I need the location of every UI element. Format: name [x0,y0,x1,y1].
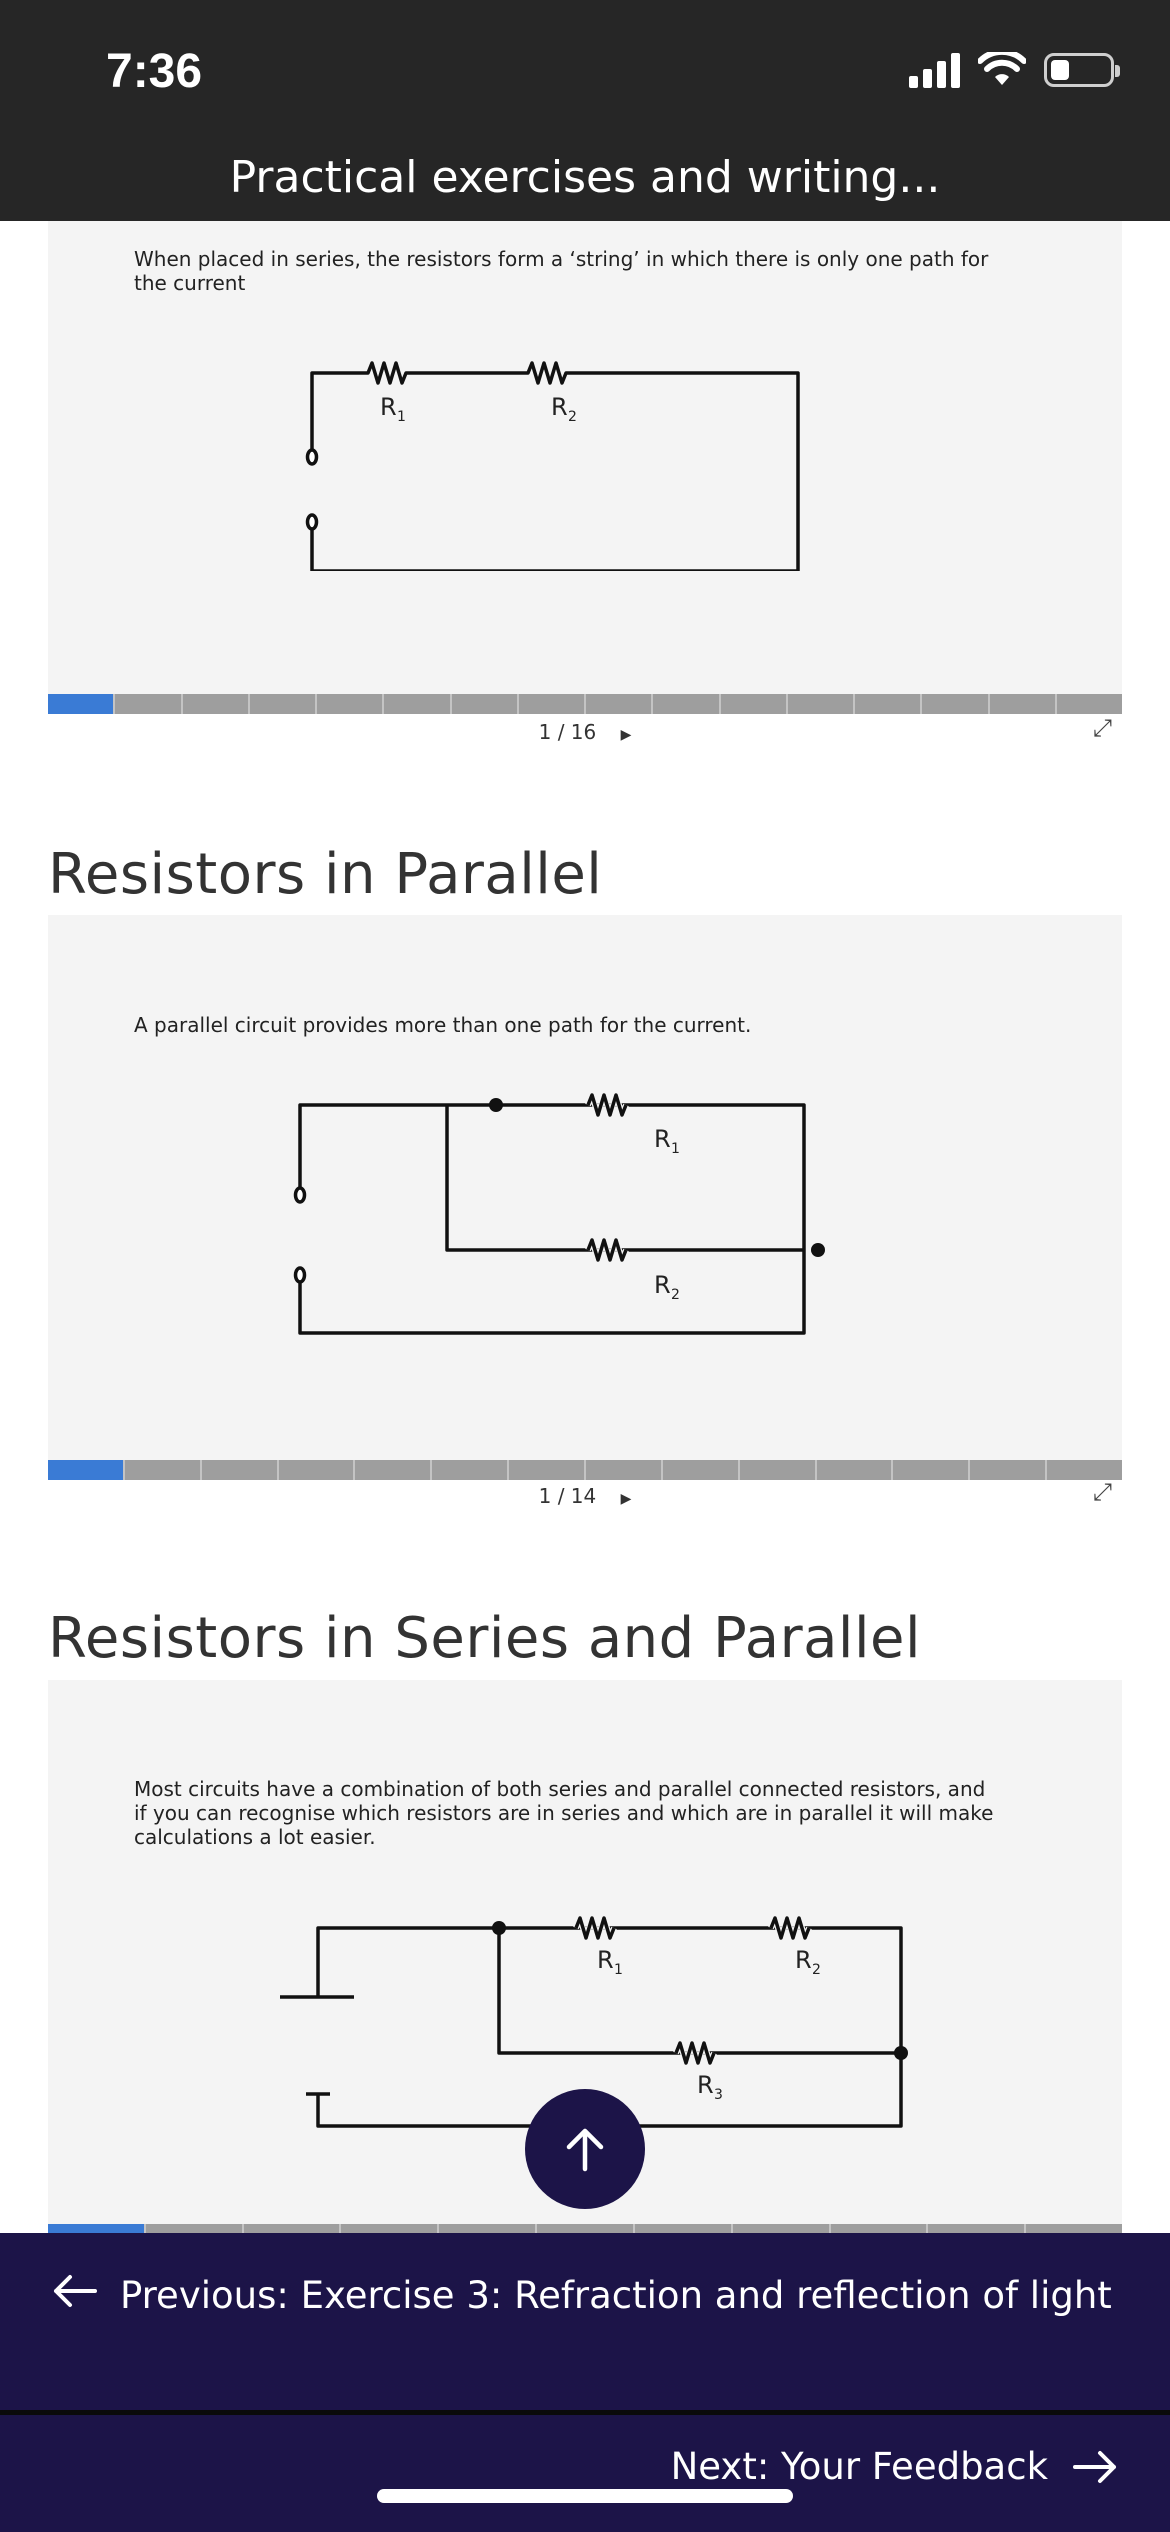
top-bar: 7:36 Practical exercises and writing... [0,0,1170,221]
slide-pager: 1 / 14 ▶ [0,1484,1170,1508]
slide-text: When placed in series, the resistors for… [134,247,989,295]
previous-link[interactable]: Previous: Exercise 3: Refraction and ref… [52,2265,1112,2327]
progress-segment[interactable] [519,694,586,714]
bottom-navigation: Previous: Exercise 3: Refraction and ref… [0,2233,1170,2532]
expand-icon[interactable]: ⤢ [1092,714,1112,742]
r3-subscript: 3 [714,2087,723,2103]
progress-segment[interactable] [355,1460,433,1480]
r1-subscript: 1 [397,409,406,425]
progress-segment[interactable] [250,694,317,714]
progress-segment[interactable] [48,694,116,714]
progress-segment[interactable] [740,1460,817,1480]
progress-segment[interactable] [855,694,923,714]
progress-segment[interactable] [439,2224,538,2233]
scroll-to-top-button[interactable] [525,2089,645,2209]
next-link-label: Next: Your Feedback [670,2445,1048,2488]
progress-segment[interactable] [1047,1460,1122,1480]
r2-label: R [551,393,568,421]
pager-current: 1 [538,1484,552,1508]
series-parallel-circuit-diagram: R 1 R 2 R 3 [280,1915,908,2128]
arrow-right-icon [1073,2450,1116,2483]
next-slide-icon[interactable]: ▶ [620,727,632,743]
pager-separator: / [557,720,565,744]
battery-icon [1044,53,1120,87]
progress-segment[interactable] [893,1460,971,1480]
slide-progress-bar[interactable] [48,694,1122,714]
progress-segment[interactable] [721,694,788,714]
r1-label: R [597,1946,614,1974]
progress-segment[interactable] [509,1460,587,1480]
progress-segment[interactable] [279,1460,356,1480]
series-circuit-diagram: R 1 R 2 [305,361,800,571]
progress-segment[interactable] [317,694,385,714]
next-slide-icon[interactable]: ▶ [620,1491,632,1507]
progress-segment[interactable] [970,1460,1048,1480]
r1-label: R [654,1125,671,1153]
slide-pager: 1 / 16 ▶ [0,720,1170,744]
r1-subscript: 1 [614,1962,623,1978]
progress-segment[interactable] [48,2224,146,2233]
status-icons [909,52,1120,88]
parallel-circuit-diagram: R 1 R 2 [293,1092,825,1335]
progress-segment[interactable] [990,694,1057,714]
home-indicator[interactable] [377,2489,793,2503]
progress-segment[interactable] [146,2224,244,2233]
progress-segment[interactable] [115,694,183,714]
r1-subscript: 1 [671,1141,680,1157]
progress-segment[interactable] [125,1460,202,1480]
pager-total: 16 [570,720,597,744]
r3-label: R [697,2071,714,2099]
progress-segment[interactable] [586,694,654,714]
r2-subscript: 2 [568,409,577,425]
r2-subscript: 2 [671,1287,680,1303]
r2-subscript: 2 [812,1962,821,1978]
previous-link-label: Previous: Exercise 3: Refraction and ref… [120,2274,1112,2317]
section-heading: Resistors in Parallel [48,842,603,907]
progress-segment[interactable] [817,1460,894,1480]
slide-text: A parallel circuit provides more than on… [134,1013,752,1037]
pager-current: 1 [538,720,552,744]
wifi-icon [978,52,1026,85]
slide-progress-bar[interactable] [48,1460,1122,1480]
progress-segment[interactable] [1026,2224,1122,2233]
slide-series[interactable]: When placed in series, the resistors for… [48,221,1122,694]
slide-progress-bar[interactable] [48,2224,1122,2233]
progress-segment[interactable] [635,2224,733,2233]
r1-label: R [380,393,397,421]
progress-segment[interactable] [183,694,250,714]
section-heading: Resistors in Series and Parallel [48,1606,922,1671]
status-time: 7:36 [106,45,203,98]
progress-segment[interactable] [788,694,855,714]
page-title: Practical exercises and writing... [229,152,941,203]
progress-segment[interactable] [586,1460,663,1480]
progress-segment[interactable] [384,694,452,714]
nav-divider [0,2410,1170,2415]
progress-segment[interactable] [48,1460,125,1480]
signal-icon [909,52,960,88]
r2-label: R [654,1271,671,1299]
r2-label: R [795,1946,812,1974]
pager-separator: / [557,1484,565,1508]
expand-icon[interactable]: ⤢ [1092,1478,1112,1506]
progress-segment[interactable] [653,694,721,714]
arrow-left-icon [54,2275,97,2307]
progress-segment[interactable] [1057,694,1122,714]
progress-segment[interactable] [663,1460,740,1480]
slide-text: Most circuits have a combination of both… [134,1777,994,1849]
progress-segment[interactable] [452,694,519,714]
progress-segment[interactable] [244,2224,342,2233]
slide-parallel[interactable]: A parallel circuit provides more than on… [48,915,1122,1460]
arrow-up-icon [566,2128,604,2172]
progress-segment[interactable] [733,2224,831,2233]
progress-segment[interactable] [537,2224,635,2233]
progress-segment[interactable] [922,694,990,714]
progress-segment[interactable] [202,1460,279,1480]
next-link[interactable]: Next: Your Feedback [671,2445,1118,2488]
progress-segment[interactable] [432,1460,510,1480]
pager-total: 14 [570,1484,597,1508]
progress-segment[interactable] [831,2224,929,2233]
progress-segment[interactable] [928,2224,1027,2233]
progress-segment[interactable] [341,2224,440,2233]
